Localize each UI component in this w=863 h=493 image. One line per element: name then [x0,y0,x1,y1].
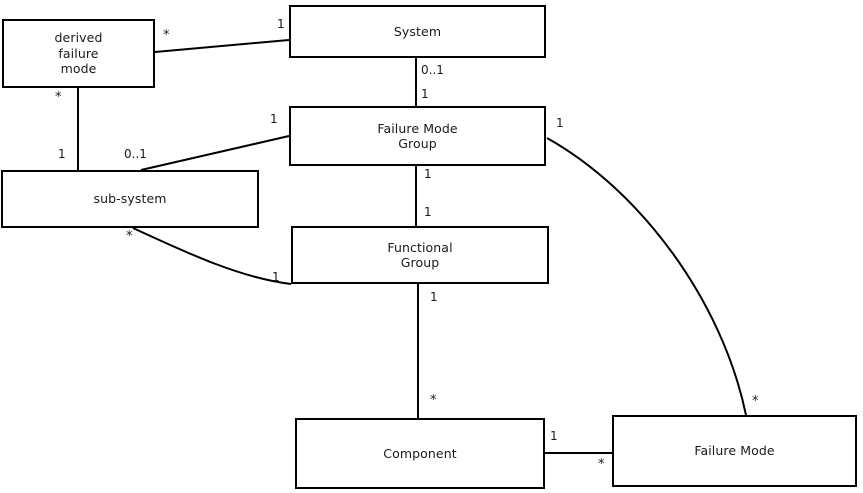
class-box-label-system: System [393,23,442,39]
multiplicity-label-m-subsys-fmg-far: 1 [270,112,278,126]
multiplicity-label-m-fmg-fm-near: 1 [556,116,564,130]
multiplicity-label-m-fmg-fg-bottom: 1 [424,205,432,219]
class-box-failure-mode[interactable]: Failure Mode [612,415,857,487]
multiplicity-label-m-fmg-fm-far: * [752,394,759,409]
multiplicity-label-m-fg-comp-top: 1 [430,290,438,304]
class-box-label-sub-system: sub-system [93,191,167,207]
edge-failure-mode-group--failure-mode [546,137,747,416]
class-box-component[interactable]: Component [295,418,545,489]
multiplicity-label-m-subsys-fmg-near: 0..1 [124,147,147,161]
multiplicity-label-m-system-fmg-bottom: 1 [421,87,429,101]
class-box-label-failure-mode: Failure Mode [694,443,775,459]
edge-derived-failure-mode--system [154,39,290,53]
multiplicity-label-m-subsys-fg-near: * [126,229,133,244]
class-box-derived-failure-mode[interactable]: derived failure mode [2,19,155,88]
class-box-label-failure-mode-group: Failure Mode Group [377,120,458,152]
multiplicity-label-m-fmg-fg-top: 1 [424,167,432,181]
edge-sub-system--functional-group [132,227,292,285]
multiplicity-label-m-system-fmg-top: 0..1 [421,63,444,77]
class-box-label-component: Component [383,445,457,461]
class-box-failure-mode-group[interactable]: Failure Mode Group [289,106,546,166]
class-box-sub-system[interactable]: sub-system [1,170,259,228]
class-box-label-derived-failure-mode: derived failure mode [54,30,103,77]
class-box-label-functional-group: Functional Group [387,239,453,271]
multiplicity-label-m-subsys-fg-far: 1 [272,270,280,284]
multiplicity-label-m-comp-fm-near: 1 [550,429,558,443]
class-box-system[interactable]: System [289,5,546,58]
edge-sub-system--failure-mode-group [140,135,290,171]
multiplicity-label-m-dfm-subsys-top: * [55,90,62,105]
multiplicity-label-m-dfm-subsys-bottom: 1 [58,147,66,161]
class-box-functional-group[interactable]: Functional Group [291,226,549,284]
multiplicity-label-m-dfm-system-far: 1 [277,17,285,31]
multiplicity-label-m-dfm-system-near: * [163,28,170,43]
multiplicity-label-m-comp-fm-far: * [598,457,605,472]
multiplicity-label-m-fg-comp-bottom: * [430,393,437,408]
